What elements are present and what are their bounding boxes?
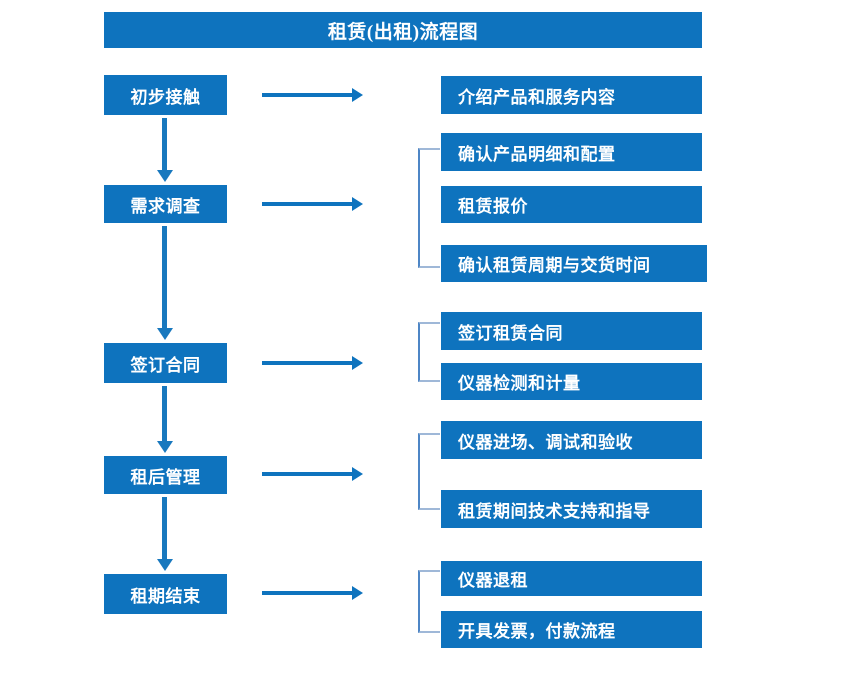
horizontal-arrow-1 — [262, 88, 363, 102]
detail-box-1: 介绍产品和服务内容 — [441, 76, 702, 114]
group-bracket-4 — [418, 570, 440, 633]
detail-box-3: 租赁报价 — [441, 186, 702, 223]
vertical-arrow-1 — [157, 118, 173, 182]
detail-box-6: 仪器检测和计量 — [441, 363, 702, 400]
detail-box-4: 确认租赁周期与交货时间 — [441, 245, 707, 282]
vertical-arrow-2 — [157, 226, 173, 340]
stage-box-3: 签订合同 — [104, 343, 227, 383]
stage-box-1: 初步接触 — [104, 75, 227, 115]
stage-box-2: 需求调查 — [104, 185, 227, 223]
group-bracket-3 — [418, 433, 440, 510]
horizontal-arrow-5 — [262, 586, 363, 600]
detail-box-7: 仪器进场、调试和验收 — [441, 421, 702, 459]
detail-box-2: 确认产品明细和配置 — [441, 133, 702, 171]
vertical-arrow-3 — [157, 386, 173, 453]
horizontal-arrow-4 — [262, 467, 363, 481]
group-bracket-1 — [418, 148, 440, 268]
horizontal-arrow-3 — [262, 356, 363, 370]
stage-box-5: 租期结束 — [104, 574, 227, 614]
vertical-arrow-4 — [157, 497, 173, 571]
group-bracket-2 — [418, 322, 440, 382]
stage-box-4: 租后管理 — [104, 456, 227, 494]
detail-box-8: 租赁期间技术支持和指导 — [441, 490, 702, 528]
detail-box-10: 开具发票，付款流程 — [441, 611, 702, 648]
horizontal-arrow-2 — [262, 197, 363, 211]
chart-title: 租赁(出租)流程图 — [104, 12, 702, 48]
detail-box-5: 签订租赁合同 — [441, 312, 702, 350]
detail-box-9: 仪器退租 — [441, 561, 702, 596]
